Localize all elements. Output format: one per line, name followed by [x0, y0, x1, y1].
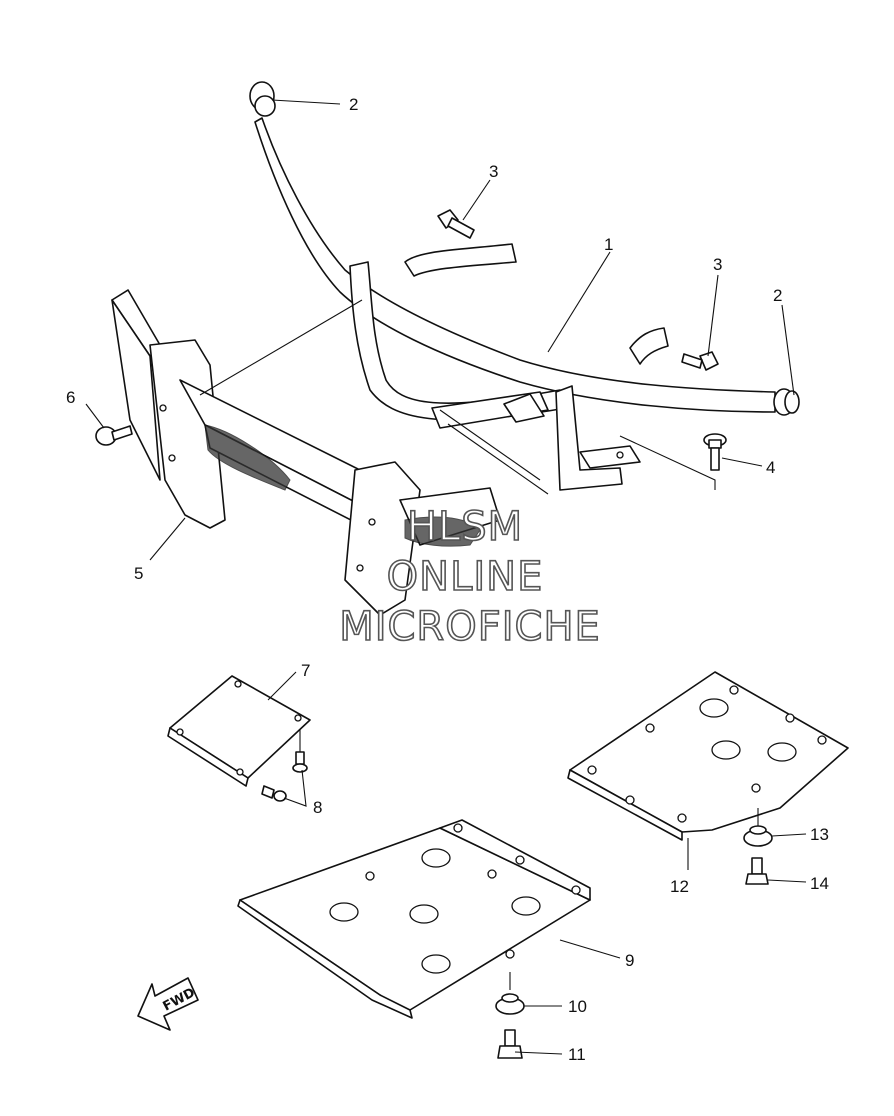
bumper-guard-tube[interactable]	[254, 117, 776, 495]
callout-4: 4	[766, 458, 775, 477]
main-skid-plate[interactable]	[237, 819, 591, 1019]
callout-12: 12	[670, 877, 689, 896]
callout-9: 9	[625, 951, 634, 970]
callout-10: 10	[568, 997, 587, 1016]
bolt-upper[interactable]	[437, 209, 475, 239]
callout-2-right: 2	[773, 286, 782, 305]
end-cap-left[interactable]	[249, 81, 276, 117]
fwd-arrow: FWD	[137, 977, 199, 1031]
callout-14: 14	[810, 874, 829, 893]
grommet-lower[interactable]	[495, 993, 525, 1015]
leader-lines	[85, 99, 807, 1055]
callout-6: 6	[66, 388, 75, 407]
bolt-right-lower[interactable]	[745, 857, 769, 885]
callout-3-right: 3	[713, 255, 722, 274]
front-bumper-assembly[interactable]	[111, 289, 501, 616]
flange-bolt[interactable]	[703, 433, 727, 471]
watermark-line-3: MICROFICHE	[339, 604, 601, 650]
callout-2-left: 2	[349, 95, 358, 114]
callout-7: 7	[301, 661, 310, 680]
screw[interactable]	[95, 425, 133, 446]
small-skid-plate[interactable]	[167, 675, 311, 787]
bolt-right[interactable]	[681, 351, 719, 371]
callout-13: 13	[810, 825, 829, 844]
right-skid-plate[interactable]	[567, 671, 849, 841]
callout-3-upper: 3	[489, 162, 498, 181]
bolt-lower[interactable]	[497, 1029, 523, 1059]
callout-1: 1	[604, 235, 613, 254]
watermark-line-2: ONLINE	[387, 554, 544, 600]
end-cap-right[interactable]	[773, 388, 800, 416]
callout-5: 5	[134, 564, 143, 583]
clip-upper[interactable]	[292, 751, 308, 773]
grommet-right[interactable]	[743, 825, 773, 847]
clip-lower[interactable]	[261, 785, 287, 802]
callouts: 1 2 2 3 3 4 5 6 7 8 9 10 11 12 13 14	[66, 95, 829, 1064]
watermark-line-1: HLSM	[407, 504, 523, 550]
watermark: HLSM ONLINE MICROFICHE	[338, 503, 601, 651]
callout-11: 11	[568, 1045, 586, 1064]
callout-8: 8	[313, 798, 322, 817]
